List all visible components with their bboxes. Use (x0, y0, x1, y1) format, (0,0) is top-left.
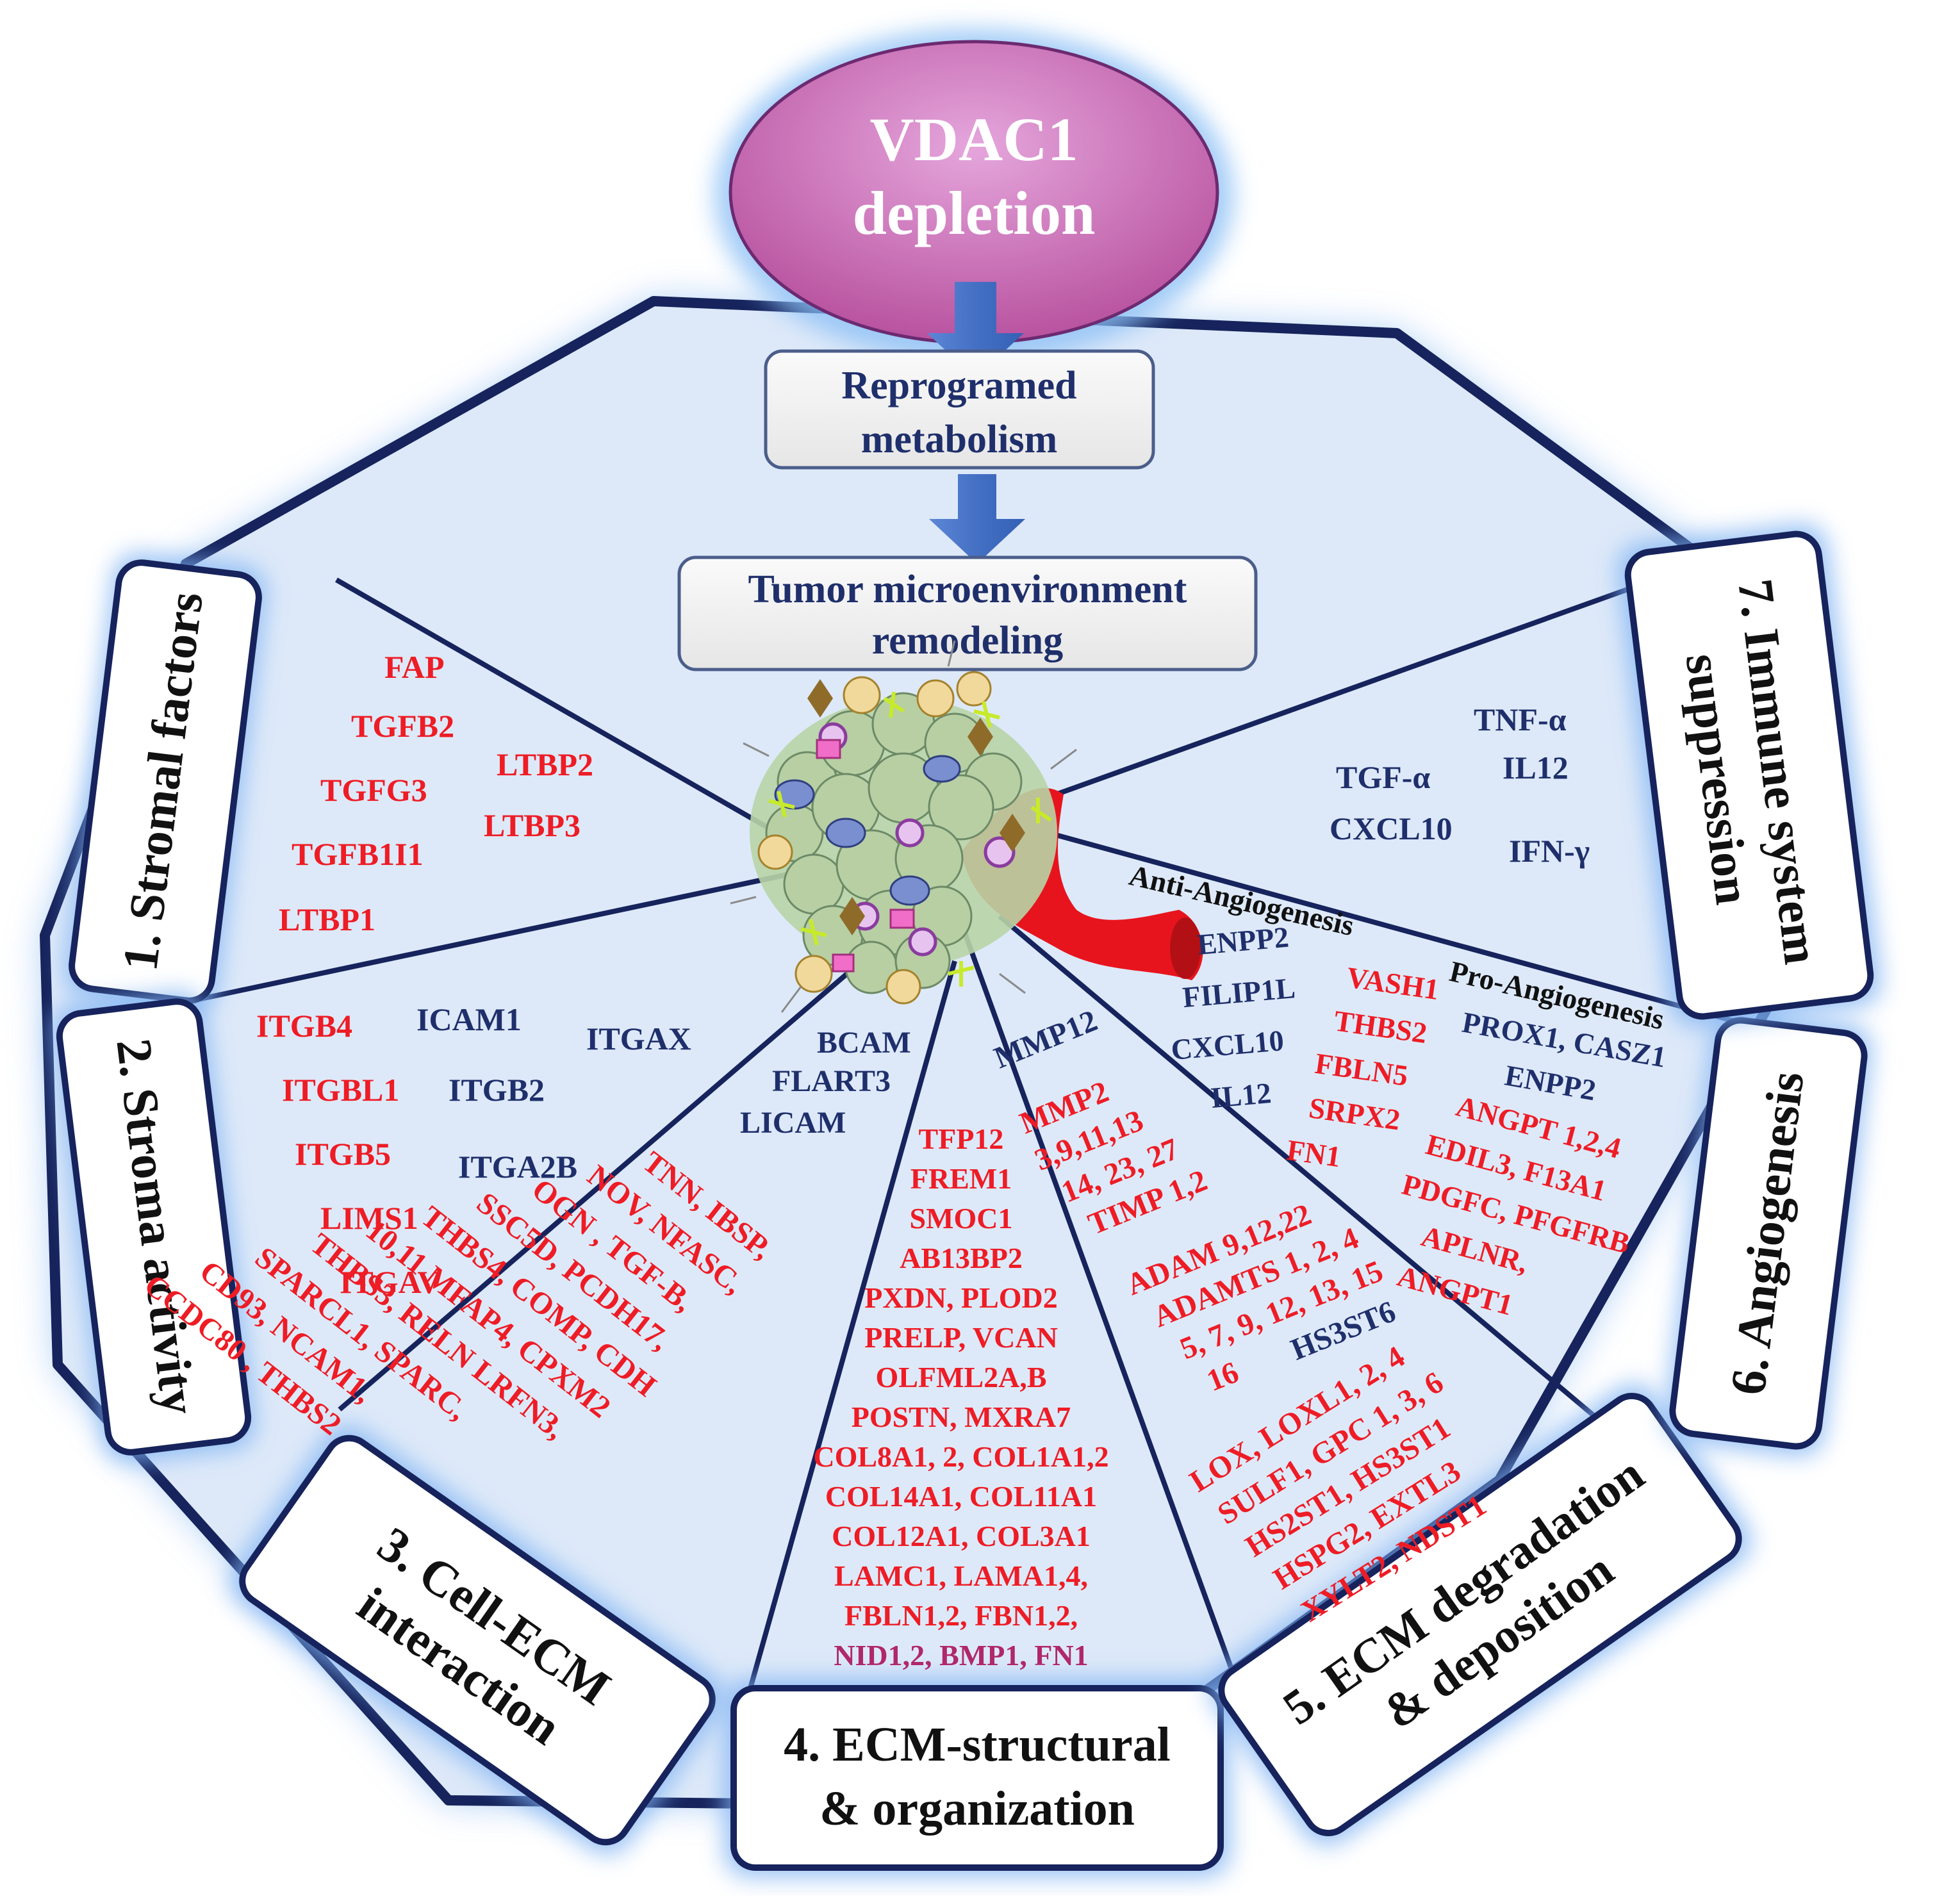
gene-label: FLART3 (772, 1064, 891, 1098)
gene-label: IL12 (1209, 1076, 1272, 1114)
category-label-ecm-structural-line1: 4. ECM-structural (784, 1718, 1171, 1772)
gene-label: NID1,2, BMP1, FN1 (834, 1639, 1088, 1672)
gene-label: SMOC1 (910, 1202, 1013, 1235)
gene-label: ICAM1 (416, 1001, 522, 1037)
genes-immune: TNF-α TGF-α IL12 CXCL10 IFN-γ (1330, 702, 1590, 869)
genes-stroma-activity: ITGB4 ITGBL1 ITGB5 LIMS1 ITGAV ICAM1 ITG… (256, 1001, 691, 1300)
gene-label: PXDN, PLOD2 (864, 1281, 1058, 1314)
gene-label: ITGBL1 (282, 1072, 399, 1108)
flow-box-metabolism (764, 349, 1155, 470)
gene-label: TFP12 (919, 1122, 1004, 1155)
header-line2: depletion (853, 179, 1096, 247)
gene-label: LTBP1 (279, 901, 375, 937)
category-label-ecm-structural-line2: & organization (819, 1782, 1135, 1836)
gene-label: TGFB1I1 (292, 836, 424, 872)
gene-label: ITGAV (340, 1264, 440, 1300)
gene-label: IL12 (1503, 750, 1569, 785)
flow-box-tme (677, 555, 1258, 671)
gene-label: ITGB4 (256, 1008, 352, 1044)
arrow-down-2 (929, 474, 1025, 564)
gene-label: LICAM (740, 1106, 846, 1140)
gene-label: PRELP, VCAN (864, 1321, 1058, 1354)
gene-label: LAMC1, LAMA1,4, (834, 1559, 1088, 1592)
category-box-ecm-structural: 4. ECM-structural & organization (724, 1679, 1230, 1877)
flow-box-metabolism-line1: Reprogramed (841, 364, 1076, 407)
gene-label: COL8A1, 2, COL1A1,2 (813, 1440, 1108, 1473)
gene-label: ITGB2 (449, 1072, 545, 1108)
category-box-angiogenesis: 6. Angiogenesis (1665, 1010, 1872, 1457)
gene-label: TNF-α (1474, 702, 1567, 737)
gene-label: TGFB2 (351, 708, 454, 744)
category-box-stroma-activity: 2. Stroma activity (52, 991, 256, 1463)
category-box-cell-ecm: 3. Cell-ECM interaction (229, 1426, 725, 1855)
gene-label: FAP (384, 649, 444, 685)
gene-label: COL14A1, COL11A1 (825, 1480, 1097, 1513)
gene-label: LIMS1 (320, 1200, 418, 1236)
category-box-ecm-degradation: 5. ECM degradation & deposition (1209, 1383, 1751, 1846)
gene-label: TGFG3 (320, 772, 427, 808)
gene-label: OLFML2A,B (875, 1361, 1046, 1393)
gene-label: TGF-α (1336, 759, 1430, 795)
gene-label: ITGAX (586, 1021, 691, 1056)
category-box-stromal-factors: 1. Stromal factors (64, 552, 267, 1011)
gene-label: ITGB5 (295, 1136, 391, 1172)
gene-label: LTBP2 (497, 746, 593, 782)
gene-label: COL12A1, COL3A1 (832, 1520, 1091, 1552)
gene-label: CXCL10 (1330, 810, 1453, 846)
header-line1: VDAC1 (869, 105, 1078, 174)
gene-label: FREM1 (910, 1162, 1012, 1195)
gene-label: FBLN1,2, FBN1,2, (844, 1599, 1078, 1632)
genes-ecm-structural: TFP12 FREM1 SMOC1 AB13BP2 PXDN, PLOD2 PR… (813, 1122, 1108, 1672)
tumor-cluster-illustration (730, 640, 1203, 1013)
flow-box-tme-line1: Tumor microenvironment (748, 568, 1187, 611)
category-box-immune-suppression: 7. Immune system suppression (1617, 523, 1881, 1027)
spokes (182, 577, 1750, 1738)
gene-label: ENPP2 (1196, 921, 1290, 961)
gene-label: FN1 (1285, 1133, 1343, 1173)
gene-label: AB13BP2 (900, 1242, 1023, 1274)
genes-stromal-factors: FAP TGFB2 LTBP2 TGFG3 LTBP3 TGFB1I1 LTBP… (279, 649, 593, 937)
gene-label: ITGA2B (458, 1149, 577, 1185)
gene-label: POSTN, MXRA7 (852, 1401, 1071, 1433)
flow-box-metabolism-line2: metabolism (861, 418, 1058, 461)
gene-label: LTBP3 (484, 807, 581, 843)
gene-label: IFN-γ (1509, 833, 1590, 869)
gene-label: BCAM (817, 1026, 911, 1060)
flow-box-tme-line2: remodeling (872, 619, 1064, 662)
